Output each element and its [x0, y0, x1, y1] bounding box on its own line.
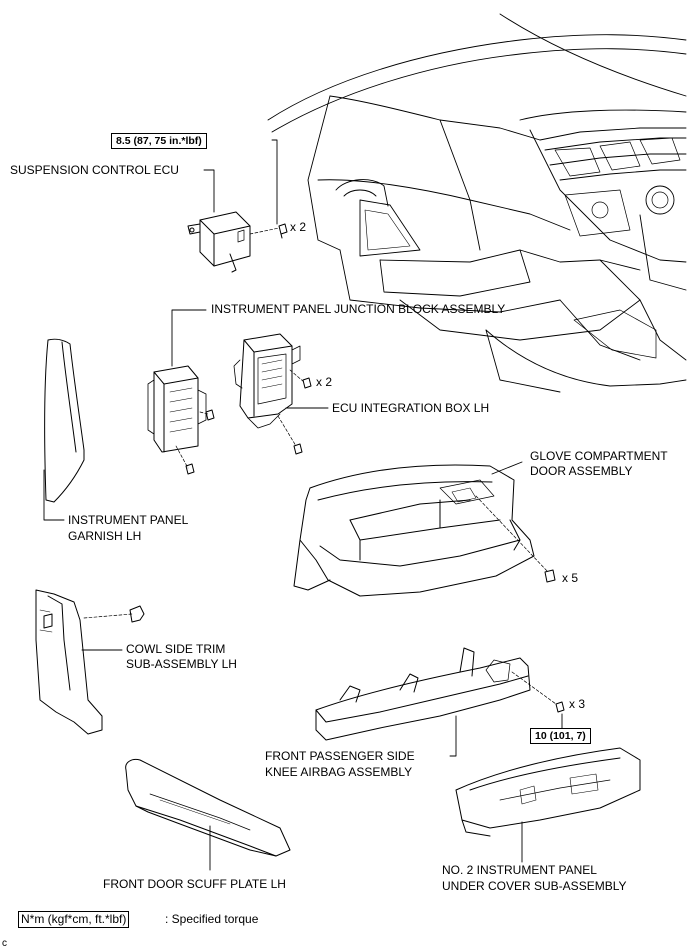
dashboard-background	[267, 13, 687, 393]
corner-mark: c	[2, 938, 7, 949]
label-knee-line1: FRONT PASSENGER SIDE	[265, 749, 415, 763]
label-garnish-line2: GARNISH LH	[68, 529, 142, 543]
label-knee-line2: KNEE AIRBAG ASSEMBLY	[265, 765, 413, 779]
label-garnish-line1: INSTRUMENT PANEL	[68, 513, 189, 527]
instrument-panel-garnish-part	[44, 338, 85, 503]
qty-box-bolts: x 2	[316, 375, 333, 389]
label-under-line2: UNDER COVER SUB-ASSEMBLY	[442, 879, 627, 893]
label-cowl-line2: SUB-ASSEMBLY LH	[126, 657, 237, 671]
bolt-icon	[293, 377, 312, 455]
junction-block-part	[147, 365, 207, 453]
scuff-plate-part	[125, 759, 291, 857]
glove-compartment-part	[293, 464, 535, 597]
label-ecu-box: ECU INTEGRATION BOX LH	[332, 401, 490, 415]
nut-icon	[185, 409, 215, 475]
qty-knee-bolts: x 3	[569, 697, 586, 711]
bolt-icon	[278, 223, 288, 239]
leader-lines	[43, 139, 563, 871]
cowl-side-trim-part	[35, 589, 103, 735]
ecu-integration-box-part	[233, 333, 301, 429]
clip-icon	[129, 605, 145, 623]
knee-airbag-part	[315, 647, 531, 741]
label-suspension-ecu: SUSPENSION CONTROL ECU	[10, 163, 179, 177]
qty-glove-screws: x 5	[562, 571, 579, 585]
installation-lines	[83, 227, 557, 705]
bolt-icon	[555, 701, 565, 713]
legend-unit-box: N*m (kgf*cm, ft.*lbf)	[18, 911, 130, 928]
qty-ecu-bolts: x 2	[290, 220, 307, 234]
suspension-control-ecu-part	[187, 211, 251, 273]
torque-box-knee: 10 (101, 7)	[530, 728, 591, 744]
label-cowl-line1: COWL SIDE TRIM	[126, 642, 226, 656]
screw-icon	[544, 569, 556, 583]
label-scuff-plate: FRONT DOOR SCUFF PLATE LH	[103, 877, 286, 891]
label-glove-line1: GLOVE COMPARTMENT	[530, 449, 668, 463]
legend-text: : Specified torque	[165, 912, 259, 926]
torque-box-ecu: 8.5 (87, 75 in.*lbf)	[111, 133, 207, 149]
label-glove-line2: DOOR ASSEMBLY	[530, 464, 633, 478]
label-under-line1: NO. 2 INSTRUMENT PANEL	[442, 863, 597, 877]
label-junction-block: INSTRUMENT PANEL JUNCTION BLOCK ASSEMBLY	[211, 302, 506, 316]
under-cover-part	[455, 747, 641, 837]
